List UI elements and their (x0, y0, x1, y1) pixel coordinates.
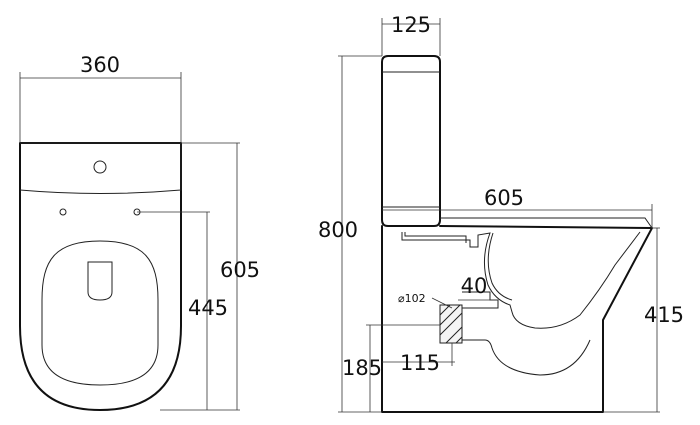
trapway-outline (401, 231, 641, 329)
dim-outlet-center-label: 115 (400, 351, 440, 375)
side-view: 125 800 605 415 40 ⌀102 115 185 (318, 13, 684, 413)
fixing-hole-left (59, 208, 67, 216)
dim-tank-depth-label: 125 (391, 13, 431, 37)
dim-depth-label: 605 (220, 258, 260, 282)
flush-button-hole (93, 160, 107, 174)
dim-pipe-diameter-label: ⌀102 (398, 292, 426, 305)
top-view-outline (19, 142, 182, 411)
drain-outline (87, 261, 113, 301)
bowl-outline (41, 240, 159, 386)
dim-width-label: 360 (80, 53, 120, 77)
dim-pan-height-label: 415 (644, 303, 684, 327)
top-view: 360 605 445 (19, 53, 260, 411)
dim-outlet-height-label: 185 (342, 356, 382, 380)
pan-side-outline (381, 225, 653, 413)
cistern-side-outline (381, 55, 441, 227)
dim-height-label: 800 (318, 218, 358, 242)
dim-length-label: 605 (484, 186, 524, 210)
pipe-hatch (439, 304, 463, 344)
dim-outlet-offset-label: 40 (461, 274, 488, 298)
dim-fixing-label: 445 (188, 296, 228, 320)
cistern-top-outline (19, 142, 182, 194)
